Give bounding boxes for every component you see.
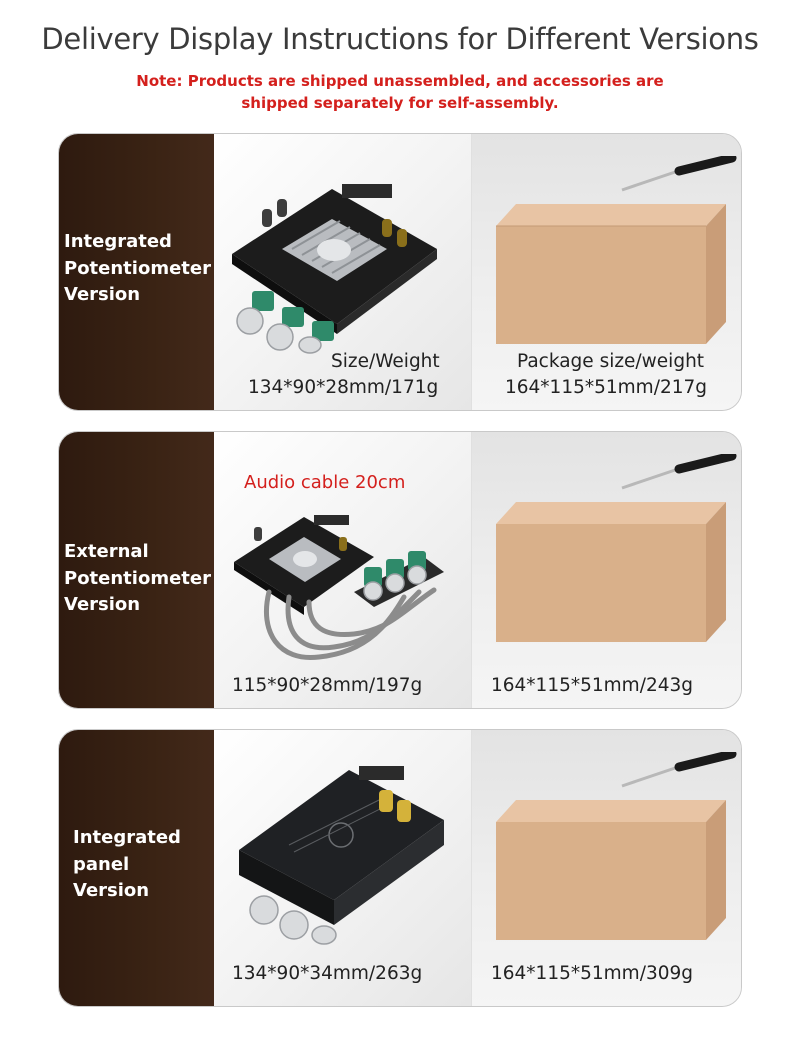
version-name-line: panel xyxy=(73,853,130,875)
version-name-line: Version xyxy=(64,284,141,305)
package-size-label: Package size/weight xyxy=(517,351,705,372)
version-label-panel: Integrated Potentiometer Version xyxy=(59,134,214,410)
package-box-icon xyxy=(496,502,726,642)
package-size: 164*115*51mm/243g xyxy=(491,675,693,696)
shipping-note-line-1: Note: Products are shipped unassembled, … xyxy=(136,72,664,90)
product-photo xyxy=(214,432,471,708)
version-card-integrated-panel: Integrated panel Version xyxy=(58,729,742,1007)
version-label-panel: Integrated panel Version xyxy=(59,730,214,1006)
knob-board-icon xyxy=(354,551,444,607)
product-size-label: Size/Weight xyxy=(331,351,440,372)
package-photo xyxy=(471,432,741,708)
product-size: 134*90*28mm/171g xyxy=(248,377,439,398)
version-name-line: External xyxy=(64,541,149,562)
version-name-line: Version xyxy=(64,594,141,615)
screwdriver-icon xyxy=(621,752,737,788)
screwdriver-icon xyxy=(621,156,737,192)
product-photo xyxy=(214,134,471,410)
package-box-icon xyxy=(496,800,726,940)
version-name-line: Potentiometer xyxy=(64,567,211,589)
package-photo xyxy=(471,730,741,1006)
shipping-note: Note: Products are shipped unassembled, … xyxy=(100,70,700,114)
version-card-integrated-potentiometer: Integrated Potentiometer Version xyxy=(58,133,742,411)
product-photo xyxy=(214,730,471,1006)
panel-amplifier-icon xyxy=(239,766,444,945)
screwdriver-icon xyxy=(621,454,737,490)
version-label-panel: External Potentiometer Version xyxy=(59,432,214,708)
version-name-line: Integrated xyxy=(64,231,172,252)
version-name: Integrated Potentiometer Version xyxy=(64,229,214,309)
version-name: Integrated panel Version xyxy=(73,825,223,905)
amplifier-board-icon xyxy=(232,184,437,354)
package-box-icon xyxy=(496,204,726,344)
package-size: 164*115*51mm/309g xyxy=(491,963,693,984)
shipping-note-line-2: shipped separately for self-assembly. xyxy=(241,94,559,112)
version-card-external-potentiometer: External Potentiometer Version xyxy=(58,431,742,709)
page-title: Delivery Display Instructions for Differ… xyxy=(41,22,759,56)
version-name-line: Integrated xyxy=(73,827,181,848)
product-size: 115*90*28mm/197g xyxy=(232,675,423,696)
version-name-line: Version xyxy=(73,880,150,901)
audio-cable-icon xyxy=(263,587,437,661)
version-name-line: Potentiometer xyxy=(64,257,211,279)
product-size: 134*90*34mm/263g xyxy=(232,963,423,984)
package-photo xyxy=(471,134,741,410)
version-name: External Potentiometer Version xyxy=(64,539,214,619)
audio-cable-label: Audio cable 20cm xyxy=(244,472,406,493)
package-size: 164*115*51mm/217g xyxy=(505,377,707,398)
